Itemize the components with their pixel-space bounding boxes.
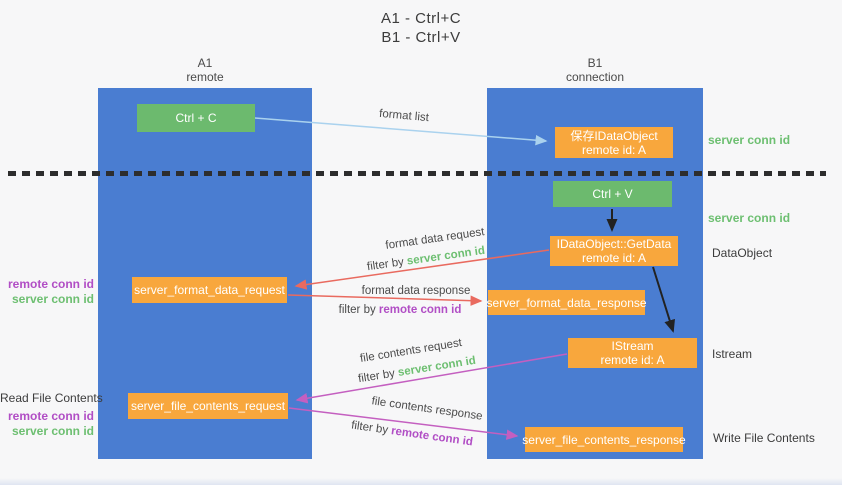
column-a1-name: A1 — [197, 56, 213, 70]
server-conn-id-key: server conn id — [397, 354, 477, 379]
title-line-2: B1 - Ctrl+V — [381, 29, 461, 46]
column-header-a1: A1 remote — [98, 56, 312, 84]
left-server-conn-id-label-1: server conn id — [11, 292, 94, 306]
left-server-conn-id-label-2: server conn id — [11, 424, 94, 438]
remote-conn-id-key: remote conn id — [390, 425, 474, 449]
column-a1-role: remote — [186, 70, 224, 84]
getdata-line2: remote id: A — [581, 251, 647, 265]
server-format-data-response-box: server_format_data_response — [486, 290, 647, 315]
left-remote-conn-id-label-1: remote conn id — [7, 277, 94, 291]
filter-by-text: filter by — [338, 304, 379, 316]
remote-conn-id-key: remote conn id — [378, 304, 462, 316]
save-idataobject-line2: remote id: A — [581, 142, 647, 157]
idataobject-getdata-box: IDataObject::GetData remote id: A — [550, 236, 678, 266]
ctrl-v-label: Ctrl + V — [592, 187, 633, 201]
server-file-contents-request-box: server_file_contents_request — [128, 393, 288, 419]
format-list-label: format list — [378, 107, 430, 125]
column-b1-role: connection — [565, 70, 625, 84]
bottom-edge-shade — [0, 478, 842, 485]
filter-by-text: filter by — [366, 255, 408, 274]
server-file-contents-response-label: server_file_contents_response — [522, 432, 686, 447]
filter-by-remote-conn-id-label-2: filter by remote conn id — [350, 420, 473, 449]
phase-divider-dotted-line — [8, 171, 826, 176]
getdata-line1: IDataObject::GetData — [556, 237, 672, 251]
istream-line1: IStream — [611, 339, 654, 353]
ctrl-c-box: Ctrl + C — [137, 104, 255, 132]
format-data-response-label: format data response — [361, 285, 471, 297]
istream-line2: remote id: A — [600, 353, 665, 367]
save-idataobject-box: 保存IDataObject remote id: A — [555, 127, 673, 158]
ctrl-c-label: Ctrl + C — [175, 111, 217, 125]
filter-by-text: filter by — [350, 419, 392, 438]
diagram-title: A1 - Ctrl+C B1 - Ctrl+V — [0, 9, 842, 47]
read-file-contents-label: Read File Contents — [0, 391, 103, 405]
dataobject-label: DataObject — [712, 246, 773, 260]
left-remote-conn-id-label-2: remote conn id — [7, 409, 94, 423]
server-conn-id-key: server conn id — [406, 244, 486, 268]
file-contents-response-label: file contents response — [370, 395, 484, 423]
istream-box: IStream remote id: A — [568, 338, 697, 368]
save-idataobject-line1: 保存IDataObject — [570, 128, 658, 143]
filter-by-text: filter by — [357, 367, 399, 386]
ctrl-v-box: Ctrl + V — [553, 181, 672, 207]
istream-side-label: Istream — [712, 347, 753, 361]
column-b1-name: B1 — [587, 56, 603, 70]
right-server-conn-id-label-1: server conn id — [708, 133, 791, 147]
filter-by-server-conn-id-label-1: filter by server conn id — [366, 245, 485, 273]
server-file-contents-request-label: server_file_contents_request — [130, 399, 286, 413]
title-line-1: A1 - Ctrl+C — [380, 10, 462, 27]
filter-by-remote-conn-id-label-1: filter by remote conn id — [339, 304, 462, 316]
server-format-data-request-box: server_format_data_request — [132, 277, 287, 303]
server-format-data-request-label: server_format_data_request — [134, 283, 285, 297]
right-server-conn-id-label-2: server conn id — [708, 211, 791, 225]
server-format-data-response-label: server_format_data_response — [486, 295, 647, 310]
write-file-contents-label: Write File Contents — [713, 431, 815, 445]
column-header-b1: B1 connection — [487, 56, 703, 84]
server-file-contents-response-box: server_file_contents_response — [522, 427, 686, 452]
